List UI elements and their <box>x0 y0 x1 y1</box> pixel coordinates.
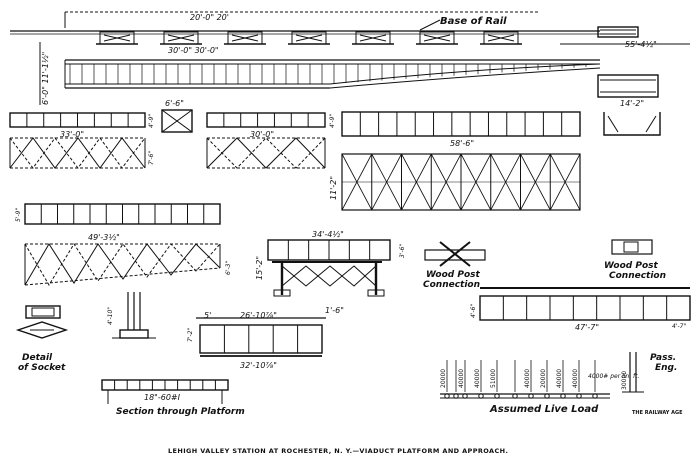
dim-4-9: 4'-9" <box>148 114 155 128</box>
load-wheel <box>453 393 459 399</box>
detail-socket-l1: Detail <box>22 353 53 363</box>
load-value: 40000 <box>458 369 465 388</box>
wood-post-1-l2: Connection <box>423 280 480 290</box>
dim-26: 26'-10⅞" <box>240 311 277 320</box>
dim-15-2: 15'-2" <box>255 256 264 280</box>
column-bent <box>423 34 451 42</box>
wood-post-2-l1: Wood Post <box>604 261 659 271</box>
pass-eng-l2: Eng. <box>655 363 677 373</box>
load-wheel <box>544 393 550 399</box>
load-wheel <box>528 393 534 399</box>
dim-30: 30'-0" <box>250 130 274 139</box>
end-section-6-6: 6'-6" <box>161 99 193 133</box>
dim-3-6: 3'-6" <box>399 244 406 258</box>
column-bent <box>167 34 195 42</box>
dim-32: 32'-10⅞" <box>240 361 277 370</box>
dim-18-60: 18"-60#I <box>144 393 181 402</box>
load-wheel <box>512 393 518 399</box>
column-bent <box>487 34 515 42</box>
dim-7-6: 7'-6" <box>148 151 155 165</box>
truss-30: 30'-0" 4'-9" <box>206 112 336 169</box>
dim-11-2: 11'-2" <box>329 176 338 200</box>
detail-socket-l2: of Socket <box>18 363 66 373</box>
wood-post-connection-1: Wood Post Connection <box>423 241 486 290</box>
portal-frame: 34'-4½" 3'-6" 15'-2" <box>255 230 406 297</box>
column-bent <box>359 34 387 42</box>
load-value: 51000 <box>490 369 497 388</box>
spans-dim: 30'-0" 30'-0" <box>168 46 219 55</box>
truss-33: 33'-0" 4'-9" 7'-6" <box>9 112 155 169</box>
pass-eng-l1: Pass. <box>650 353 676 363</box>
load-wheel <box>494 393 500 399</box>
load-wheel <box>592 393 598 399</box>
dim-5: 5' <box>204 311 211 320</box>
load-value: 20000 <box>440 369 447 388</box>
figure-caption: LEHIGH VALLEY STATION AT ROCHESTER, N. Y… <box>168 447 508 455</box>
column-bent <box>231 34 259 42</box>
detail-of-socket: Detail of Socket <box>15 305 69 373</box>
railway-age-credit: THE RAILWAY AGE <box>632 410 683 416</box>
load-value: 40000 <box>572 369 579 388</box>
end-section-14-2: 14'-2" <box>603 99 661 136</box>
girder-26: 5' 26'-10⅞" 1'-6" 7'-2" 32'-10⅞" <box>187 306 344 370</box>
dim-4-10: 4'-10" <box>107 307 114 325</box>
left-side-dim: 6'-0" 11'-1½" <box>41 52 50 105</box>
load-value: 40000 <box>474 369 481 388</box>
load-wheel <box>576 393 582 399</box>
dim-47: 47'-7" <box>575 323 599 332</box>
truss-58: 58'-6" 11'-2" <box>329 111 581 211</box>
dim-6-3: 6'-3" <box>225 261 232 275</box>
eng-load-value: 30000 <box>621 371 628 390</box>
dim-6-6: 6'-6" <box>165 99 184 108</box>
post-column: 4'-10" <box>107 292 156 339</box>
column-bent <box>103 34 131 42</box>
top-elevation: 20'-0" 20' Base of Rail 30'-0" 30'-0" 55… <box>10 11 690 55</box>
load-value: 40000 <box>556 369 563 388</box>
load-wheel <box>462 393 468 399</box>
dim-34: 34'-4½" <box>312 230 344 239</box>
wood-post-connection-2: Wood Post Connection <box>604 239 666 281</box>
load-wheel <box>560 393 566 399</box>
dim-4-9b: 4'-9" <box>329 114 336 128</box>
girder-47: 47'-7" 4'-6" 4'-7" <box>470 287 691 332</box>
dim-5-9: 5'-9" <box>15 208 22 222</box>
dim-4-7: 4'-7" <box>672 323 686 330</box>
right-55-dim: 55'-4½" <box>625 40 657 49</box>
section-platform-label: Section through Platform <box>116 407 245 417</box>
load-value: 20000 <box>540 369 547 388</box>
top-dim-20: 20'-0" 20' <box>190 13 229 22</box>
dim-33: 33'-0" <box>60 130 84 139</box>
base-of-rail-label: Base of Rail <box>440 16 507 27</box>
column-bent <box>295 34 323 42</box>
dim-4-6: 4'-6" <box>470 304 477 318</box>
load-wheel <box>444 393 450 399</box>
assumed-live-load-label: Assumed Live Load <box>489 404 599 415</box>
load-note: 4000# per lin. ft. <box>588 373 639 380</box>
dim-7-2: 7'-2" <box>187 328 194 342</box>
assumed-live-load: 20000 40000 40000 51000 40000 20000 40000 40000… <box>440 360 639 415</box>
dim-14-2: 14'-2" <box>620 99 644 108</box>
wood-post-1-l1: Wood Post <box>426 270 481 280</box>
load-value: 40000 <box>524 369 531 388</box>
section-through-platform: 18"-60#I Section through Platform <box>101 379 245 417</box>
wood-post-2-l2: Connection <box>609 271 666 281</box>
load-wheel <box>478 393 484 399</box>
truss-49: 49'-3½" 5'-9" 6'-3" <box>15 203 232 286</box>
dim-58: 58'-6" <box>450 139 474 148</box>
dim-49: 49'-3½" <box>88 233 120 242</box>
plan-view: 6'-0" 11'-1½" <box>39 42 659 105</box>
pass-eng: Pass. Eng. 30000 <box>621 352 677 393</box>
dim-1-6: 1'-6" <box>325 306 344 315</box>
